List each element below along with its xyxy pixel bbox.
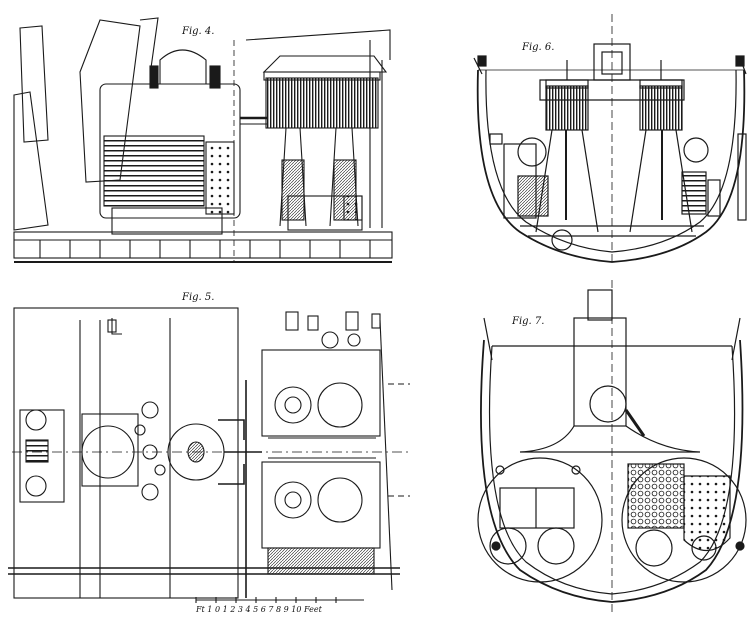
fig6-label: Fig. 6. (521, 42, 554, 53)
fig6-aux-right (681, 171, 707, 215)
fig5-cylinder-4 (317, 477, 363, 523)
fig7-furnace-door (683, 475, 731, 552)
fig4-cylinders (265, 77, 379, 129)
fig5-label: Fig. 5. (181, 292, 214, 303)
scale-label: Ft 1 0 1 2 3 4 5 6 7 8 9 10 Feet (195, 605, 323, 614)
fig4-engine-canopy (262, 55, 388, 73)
fig7-furnace-2 (537, 527, 575, 565)
fig4-steam-dome (159, 49, 207, 84)
fig6-cylinder-right (639, 85, 683, 131)
fig7-furnace-1 (489, 527, 527, 565)
fig4-label: Fig. 4. (181, 26, 214, 37)
fig5-boiler-outline (13, 307, 239, 599)
fig7-tube-plate (627, 463, 685, 529)
fig7-combustion-chamber (499, 487, 575, 529)
fig7-hull (480, 339, 744, 603)
fig5-scale-bar (195, 597, 364, 603)
fig7-boiler-right (621, 457, 747, 583)
fig4-boiler-saddle (111, 207, 223, 235)
fig5-engine-upper (261, 349, 381, 437)
fig4-side-elevation (13, 17, 393, 263)
fig5-cylinder-2 (317, 382, 363, 428)
fig5-crankshaft (267, 547, 375, 575)
fig4-bulkhead-left (13, 91, 49, 231)
fig6-cylinder-left (545, 85, 589, 131)
fig5-engine-lower (261, 461, 381, 549)
fig4-furnace-door (205, 141, 235, 215)
fig5-cylinder-3 (274, 481, 312, 519)
fig7-furnace-3 (635, 529, 673, 567)
fig4-boiler (99, 83, 241, 219)
fig7-steam-drum (589, 385, 627, 423)
fig7-boiler-left (477, 457, 603, 583)
fig5-uptake-square (19, 409, 65, 503)
fig6-engine-section (473, 14, 747, 263)
fig7-boiler-section (477, 280, 747, 612)
fig4-base-frame (13, 231, 393, 259)
fig5-valve-cluster (134, 401, 166, 501)
fig4-uptake (79, 19, 141, 183)
fig5-top-valves (285, 311, 381, 349)
fig6-hull (476, 69, 746, 263)
fig4-funnel-plate (19, 25, 49, 143)
fig7-funnel (573, 317, 627, 427)
fig4-frame-ribs (39, 240, 371, 258)
fig5-plan-view (8, 307, 410, 603)
fig4-crosshead (281, 159, 305, 221)
fig4-boiler-tubes (103, 135, 205, 207)
fig5-cylinder-1 (274, 386, 312, 424)
fig7-label: Fig. 7. (511, 316, 544, 327)
